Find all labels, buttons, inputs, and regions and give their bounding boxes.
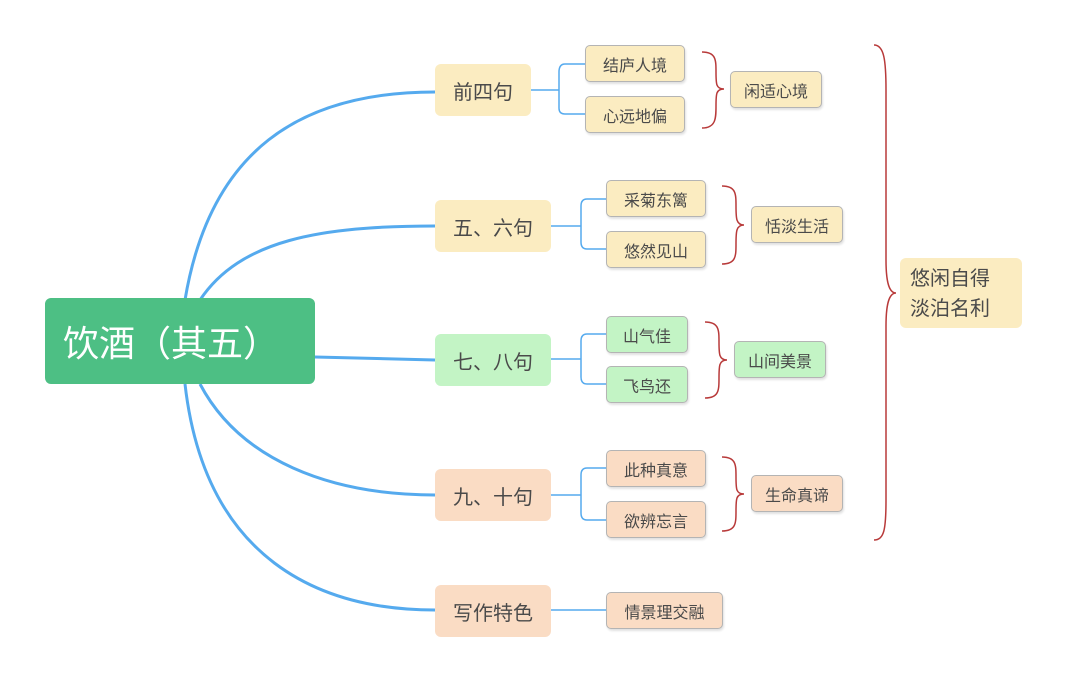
branch-node-2: 七、八句 bbox=[435, 334, 551, 386]
branch-node-4: 写作特色 bbox=[435, 585, 551, 637]
root-to-branch-4-line bbox=[183, 383, 436, 612]
leaf-node-1-1: 悠然见山 bbox=[606, 231, 706, 268]
summary-node-2: 山间美景 bbox=[734, 341, 826, 378]
summary-node-3: 生命真谛 bbox=[751, 475, 843, 512]
summary-node-0: 闲适心境 bbox=[730, 71, 822, 108]
brace-2 bbox=[704, 321, 728, 399]
leaf-node-1-0: 采菊东篱 bbox=[606, 180, 706, 217]
conclusion-node: 悠闲自得 淡泊名利 bbox=[900, 258, 1022, 328]
branch-2-leaf-connector bbox=[551, 333, 606, 385]
branch-node-3: 九、十句 bbox=[435, 469, 551, 521]
root-node: 饮酒（其五） bbox=[45, 298, 315, 384]
brace-3 bbox=[721, 456, 745, 532]
root-to-branch-0-line bbox=[183, 90, 436, 301]
branch-3-leaf-connector bbox=[551, 467, 606, 521]
brace-1 bbox=[721, 185, 745, 265]
leaf-node-2-0: 山气佳 bbox=[606, 316, 688, 353]
brace-0 bbox=[701, 51, 725, 129]
leaf-node-3-0: 此种真意 bbox=[606, 450, 706, 487]
leaf-node-3-1: 欲辨忘言 bbox=[606, 501, 706, 538]
leaf-node-4-0: 情景理交融 bbox=[606, 592, 723, 629]
root-to-branch-2-line bbox=[314, 355, 436, 362]
big-brace bbox=[873, 44, 897, 541]
branch-node-1: 五、六句 bbox=[435, 200, 551, 252]
root-to-branch-3-line bbox=[198, 383, 436, 497]
conclusion-line-2: 淡泊名利 bbox=[910, 296, 990, 320]
branch-node-0: 前四句 bbox=[435, 64, 531, 116]
branch-0-leaf-connector bbox=[531, 63, 585, 115]
leaf-node-0-0: 结庐人境 bbox=[585, 45, 685, 82]
leaf-node-2-1: 飞鸟还 bbox=[606, 366, 688, 403]
conclusion-line-1: 悠闲自得 bbox=[910, 266, 990, 290]
leaf-node-0-1: 心远地偏 bbox=[585, 96, 685, 133]
summary-node-1: 恬淡生活 bbox=[751, 206, 843, 243]
branch-1-leaf-connector bbox=[551, 198, 606, 250]
root-to-branch-1-line bbox=[198, 224, 436, 301]
